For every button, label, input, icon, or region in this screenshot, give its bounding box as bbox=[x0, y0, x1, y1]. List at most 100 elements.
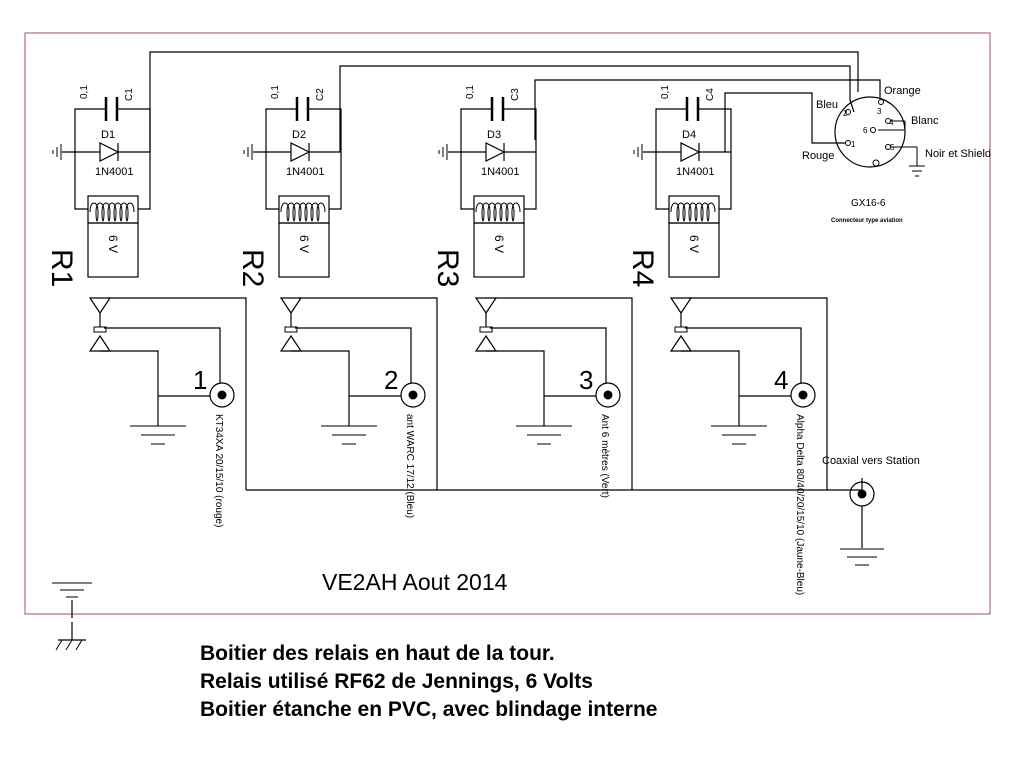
pin-6-lead bbox=[878, 121, 906, 131]
gx16-connector: 2 3 4 6 5 1 Bleu Orange Blanc Noir et Sh… bbox=[802, 85, 991, 224]
common-contact-icon bbox=[474, 297, 498, 315]
coil-leads bbox=[460, 152, 537, 210]
relay-body bbox=[473, 222, 525, 278]
diode-icon bbox=[485, 142, 506, 162]
capacitor-leads bbox=[265, 108, 342, 152]
capacitor-label: C3 bbox=[510, 88, 521, 101]
capacitor-leads bbox=[74, 108, 151, 152]
rf-common-wire bbox=[689, 297, 828, 490]
antenna-label: Ant 6 mètres (Vert) bbox=[599, 414, 610, 498]
coil-box bbox=[87, 195, 139, 224]
coil-leads bbox=[655, 152, 732, 210]
diode-label: D1 bbox=[101, 129, 115, 141]
relay-label: R2 bbox=[236, 249, 269, 287]
contact-ground-wire bbox=[486, 350, 545, 426]
capacitor-leads bbox=[460, 108, 537, 152]
contact-ground-wire bbox=[681, 350, 740, 426]
common-contact-icon bbox=[669, 297, 693, 315]
diode-ground-icon bbox=[52, 144, 62, 160]
diode-ground-icon bbox=[633, 144, 643, 160]
station-coax-connector: Coaxial vers Station bbox=[822, 455, 920, 566]
port-contact-icon bbox=[474, 334, 498, 352]
connector-ground-icon bbox=[909, 165, 925, 177]
note-line-1: Boitier des relais en haut de la tour. bbox=[200, 642, 555, 665]
relay-label: R3 bbox=[431, 249, 464, 287]
connector-name: GX16-6 bbox=[851, 198, 886, 209]
pin-3-dot bbox=[878, 99, 884, 105]
coil-winding-icon bbox=[280, 202, 326, 222]
antenna-port-connector bbox=[400, 382, 426, 408]
diode-label: D2 bbox=[292, 129, 306, 141]
signature: VE2AH Aout 2014 bbox=[322, 569, 508, 595]
wire-r1-control bbox=[149, 51, 859, 152]
enclosure-frame bbox=[24, 32, 991, 615]
coil-voltage: 6 V bbox=[106, 235, 120, 253]
contact-arm bbox=[93, 326, 107, 333]
rf-common-wire bbox=[494, 297, 633, 490]
capacitor-icon bbox=[685, 97, 700, 121]
rf-signal-wire bbox=[490, 327, 607, 383]
capacitor-icon bbox=[104, 97, 119, 121]
pin-6-dot bbox=[870, 127, 876, 133]
rf-common-wire bbox=[299, 297, 438, 490]
note-line-3: Boitier étanche en PVC, avec blindage in… bbox=[200, 698, 658, 721]
pin-3-color: Orange bbox=[884, 85, 921, 97]
port-contact-icon bbox=[669, 334, 693, 352]
diode-icon bbox=[99, 142, 120, 162]
pin-5-lead bbox=[890, 146, 918, 166]
antenna-port-connector bbox=[790, 382, 816, 408]
port-ground-icon bbox=[711, 425, 767, 445]
capacitor-icon bbox=[295, 97, 310, 121]
wire-r2-control bbox=[339, 65, 855, 152]
relay-label: R1 bbox=[45, 249, 78, 287]
wire-r4-control bbox=[724, 92, 846, 152]
pin-2-number: 2 bbox=[843, 109, 848, 118]
diode-part: 1N4001 bbox=[286, 166, 325, 178]
coil-leads bbox=[74, 152, 151, 210]
contact-arm bbox=[479, 326, 493, 333]
port-contact-icon bbox=[279, 334, 303, 352]
capacitor-label: C1 bbox=[124, 88, 135, 101]
coil-box bbox=[473, 195, 525, 224]
relay-body bbox=[668, 222, 720, 278]
pin-6-number: 6 bbox=[863, 126, 868, 135]
contact-ground-wire bbox=[291, 350, 350, 426]
notes-block: Boitier des relais en haut de la tour. R… bbox=[200, 640, 657, 724]
antenna-port-connector bbox=[209, 382, 235, 408]
diode-label: D3 bbox=[487, 129, 501, 141]
connector-body bbox=[834, 96, 906, 168]
antenna-port-pin bbox=[603, 390, 613, 400]
common-contact-icon bbox=[88, 297, 112, 315]
pin-4-number: 4 bbox=[889, 118, 894, 127]
antenna-port-pin bbox=[217, 390, 227, 400]
rf-signal-wire bbox=[295, 327, 412, 383]
pin-4-color: Blanc bbox=[911, 115, 939, 127]
pin-3-number: 3 bbox=[877, 107, 882, 116]
port-number: 2 bbox=[384, 365, 398, 395]
capacitor-label: C2 bbox=[315, 88, 326, 101]
capacitor-label: C4 bbox=[705, 88, 716, 101]
diode-part: 1N4001 bbox=[676, 166, 715, 178]
coil-voltage: 6 V bbox=[297, 235, 311, 253]
contact-arm bbox=[284, 326, 298, 333]
port-number: 1 bbox=[193, 365, 207, 395]
coil-voltage: 6 V bbox=[492, 235, 506, 253]
coil-voltage: 6 V bbox=[687, 235, 701, 253]
relay-body bbox=[87, 222, 139, 278]
coax-label: Coaxial vers Station bbox=[822, 455, 920, 467]
rf-common-wire bbox=[108, 297, 247, 490]
coil-leads bbox=[265, 152, 342, 210]
pin-1-dot bbox=[845, 140, 851, 146]
station-coax-pin bbox=[857, 489, 867, 499]
chassis-ground-icon bbox=[52, 582, 92, 651]
coil-winding-icon bbox=[89, 202, 135, 222]
pin-5-color: Noir et Shield bbox=[925, 148, 991, 160]
wire-r3-control bbox=[534, 79, 881, 140]
note-line-2: Relais utilisé RF62 de Jennings, 6 Volts bbox=[200, 670, 593, 693]
coax-bus-wire bbox=[246, 478, 863, 491]
capacitor-leads bbox=[655, 108, 732, 152]
common-contact-icon bbox=[279, 297, 303, 315]
antenna-label: KT34XA 20/15/10 (rouge) bbox=[213, 414, 224, 527]
